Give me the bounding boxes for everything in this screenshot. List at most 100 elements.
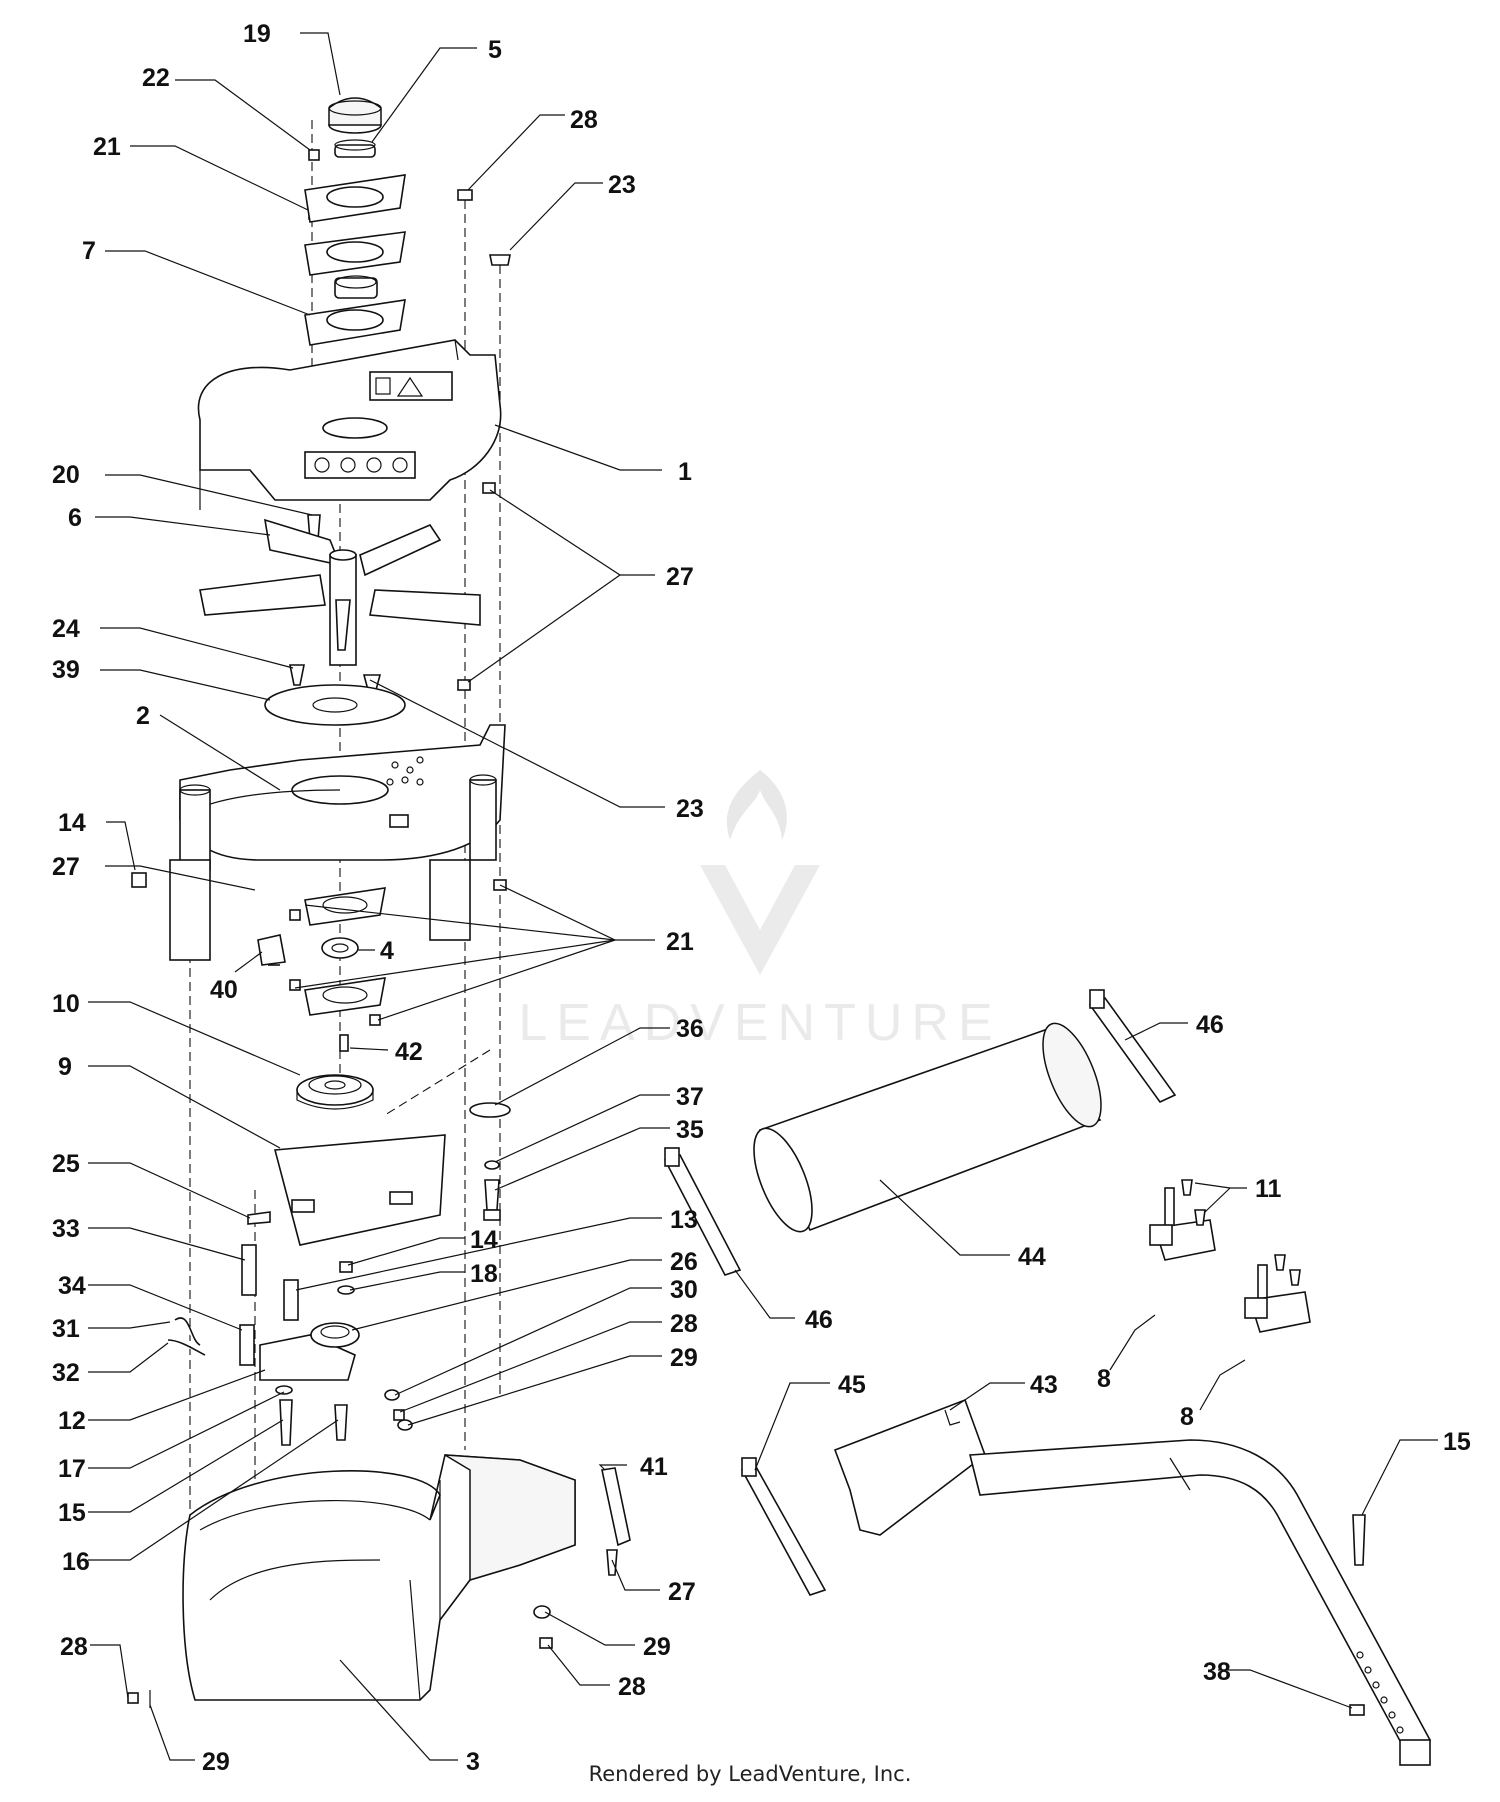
part-19-cap	[328, 97, 382, 134]
callout-34: 34	[58, 1272, 86, 1300]
part-27-nut-mid	[457, 679, 471, 691]
part-22-nut	[308, 149, 320, 161]
part-30-washer	[384, 1389, 400, 1401]
part-44-hose	[753, 1022, 1102, 1233]
callout-13: 13	[670, 1206, 698, 1234]
callout-39: 39	[52, 656, 80, 684]
callout-14-lower: 14	[470, 1226, 498, 1254]
part-45-clamp	[740, 1457, 827, 1596]
callout-7: 7	[82, 237, 96, 265]
callout-25: 25	[52, 1150, 80, 1178]
warning-decal-icon	[369, 371, 453, 401]
callout-18: 18	[470, 1260, 498, 1288]
part-37-washer	[484, 1160, 500, 1170]
callout-15-right: 15	[1443, 1428, 1471, 1456]
part-11-screw	[1181, 1179, 1193, 1196]
callout-43: 43	[1030, 1371, 1058, 1399]
leader-lines	[88, 32, 1438, 1761]
leadventure-logo	[726, 770, 787, 840]
callout-24: 24	[52, 615, 80, 643]
part-26-idler-pulley	[310, 1322, 360, 1348]
callout-20: 20	[52, 461, 80, 489]
part-25-screw	[247, 1211, 271, 1225]
callout-1: 1	[678, 458, 692, 486]
callout-40: 40	[210, 976, 238, 1004]
callout-9: 9	[58, 1053, 72, 1081]
part-34-pin	[239, 1324, 255, 1366]
callout-30: 30	[670, 1276, 698, 1304]
part-28-nut-top	[457, 189, 473, 201]
callout-21-top: 21	[93, 133, 121, 161]
callout-42: 42	[395, 1038, 423, 1066]
flange-plate-middle	[304, 231, 406, 276]
part-42-key	[339, 1034, 349, 1052]
idler-assembly	[167, 1244, 360, 1446]
part-46-clamp-lower	[663, 1147, 742, 1276]
callout-31: 31	[52, 1315, 80, 1343]
callout-4: 4	[380, 937, 394, 965]
part-2-housing	[169, 724, 506, 961]
callout-37: 37	[676, 1083, 704, 1111]
part-8-mount-lower	[1244, 1254, 1311, 1333]
part-27-bolt-lower	[606, 1549, 618, 1576]
callout-28-left: 28	[60, 1633, 88, 1661]
callout-29-lower: 29	[643, 1633, 671, 1661]
part-40-bracket	[257, 934, 286, 966]
part-27-nut-upper	[482, 482, 496, 494]
callout-14-upper: 14	[58, 809, 86, 837]
callout-27-lower: 27	[668, 1578, 696, 1606]
part-15-pin	[1352, 1514, 1366, 1566]
callout-35: 35	[676, 1116, 704, 1144]
callout-11: 11	[1255, 1175, 1282, 1203]
part-10-pulley	[296, 1074, 374, 1110]
callout-29-mid: 29	[670, 1344, 698, 1372]
part-41-bracket	[601, 1467, 631, 1547]
part-6-impeller	[199, 518, 481, 666]
callout-26: 26	[670, 1248, 698, 1276]
part-35-bolt	[484, 1179, 500, 1211]
callout-22: 22	[142, 64, 170, 92]
callout-labels: 19 22 5 21 28 23 7 1 20 6 27 24 39 2 23 …	[52, 20, 1471, 1776]
part-33-spacer	[241, 1244, 257, 1296]
callout-28-lower: 28	[618, 1673, 646, 1701]
part-16-bolt	[334, 1404, 348, 1441]
part-15-bolt	[279, 1399, 293, 1446]
watermark-text: LEADVENTURE	[518, 994, 1001, 1052]
callout-38: 38	[1203, 1658, 1231, 1686]
callout-28-mid: 28	[670, 1310, 698, 1338]
callout-36: 36	[676, 1015, 704, 1043]
part-29-washer-mid	[397, 1419, 413, 1431]
part-31-spring	[174, 1317, 201, 1346]
callout-16: 16	[62, 1548, 90, 1576]
callout-27-mid: 27	[52, 853, 80, 881]
part-43-deflector	[833, 1398, 986, 1536]
callout-46-lower: 46	[805, 1306, 833, 1334]
callout-2: 2	[136, 702, 150, 730]
part-14-nut-lower	[339, 1261, 353, 1273]
callout-33: 33	[52, 1215, 80, 1243]
callout-27-upper: 27	[666, 563, 694, 591]
part-32-spring	[167, 1339, 206, 1356]
callout-10: 10	[52, 990, 80, 1018]
callout-21-mid: 21	[666, 928, 694, 956]
part-46-clamp-upper	[1088, 989, 1177, 1104]
callout-17: 17	[58, 1455, 86, 1483]
callout-29-left: 29	[202, 1748, 230, 1776]
callout-8-right: 8	[1180, 1403, 1194, 1431]
flange-plate-upper	[304, 174, 406, 223]
part-17-washer	[275, 1385, 293, 1395]
part-1-housing-cover	[197, 339, 502, 510]
part-28-nut-lower	[539, 1637, 553, 1649]
part-36-washer	[469, 1102, 511, 1118]
part-9-belt-guard	[273, 1134, 446, 1246]
part-23-bolt-top	[489, 254, 511, 266]
callout-23-mid: 23	[676, 795, 704, 823]
part-14-nut	[131, 872, 147, 888]
part-38-nut	[1349, 1704, 1365, 1716]
part-7-flange-bearing	[304, 275, 406, 346]
part-28-nut-left	[127, 1692, 139, 1704]
part-15-tube-bar	[968, 1439, 1432, 1766]
callout-5: 5	[488, 36, 502, 64]
callout-32: 32	[52, 1359, 80, 1387]
part-29-washer-lower	[533, 1605, 551, 1619]
